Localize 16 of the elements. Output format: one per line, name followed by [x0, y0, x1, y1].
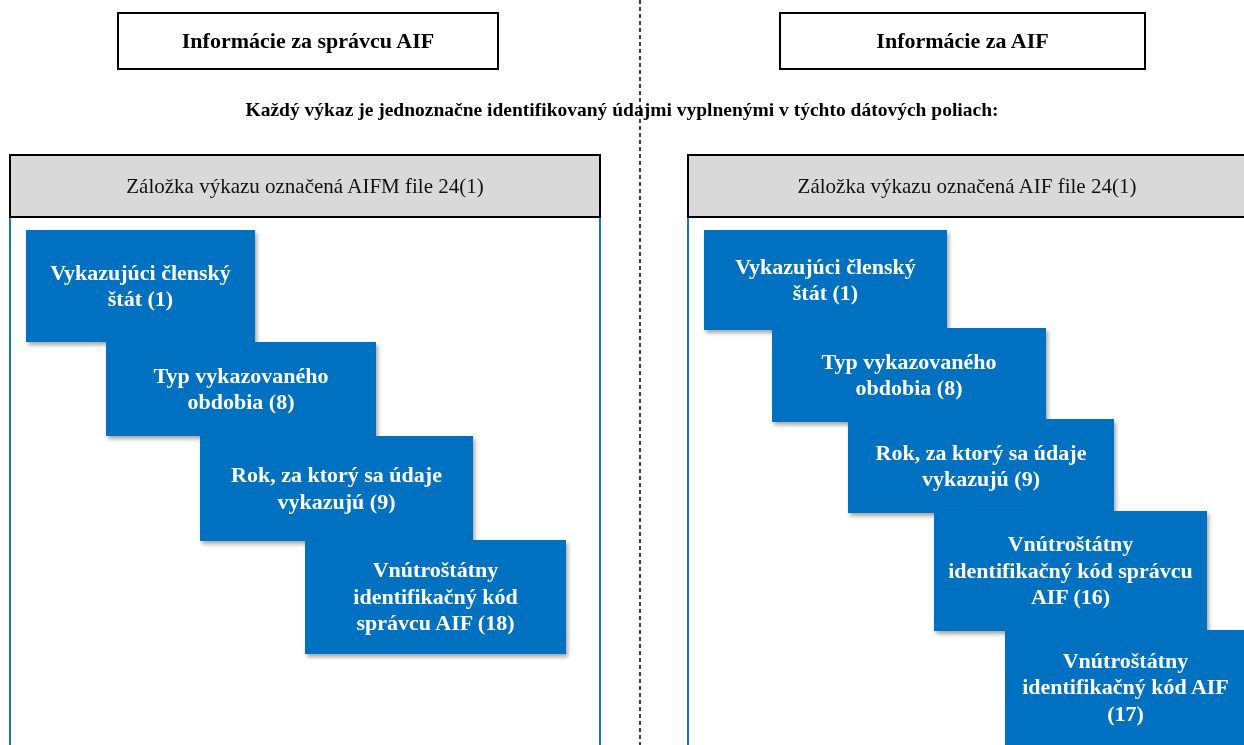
field-box: Rok, za ktorý sa údaje vykazujú (9) — [200, 436, 473, 541]
field-box: Vykazujúci členský štát (1) — [704, 230, 947, 330]
field-box: Typ vykazovaného obdobia (8) — [106, 342, 376, 436]
heading-box: Informácie za správcu AIF — [117, 12, 499, 70]
field-box: Rok, za ktorý sa údaje vykazujú (9) — [848, 419, 1114, 513]
form-panel — [687, 154, 1244, 745]
tab-title: Záložka výkazu označená AIF file 24(1) — [797, 173, 1137, 199]
field-box: Vnútroštátny identifikačný kód správcu AIF (16) — [934, 511, 1207, 631]
field-box: Vnútroštátny identifikačný kód správcu AIF (18) — [305, 540, 566, 654]
form-panel — [9, 154, 601, 745]
note-text: Každý výkaz je jednoznačne identifikovaný údajmi vyplnenými v týchto dátových poliach: — [245, 99, 999, 120]
field-box: Typ vykazovaného obdobia (8) — [772, 328, 1046, 422]
tab-title: Záložka výkazu označená AIFM file 24(1) — [126, 173, 484, 199]
field-box: Vykazujúci členský štát (1) — [26, 230, 255, 342]
field-box: Vnútroštátny identifikačný kód AIF (17) — [1005, 630, 1244, 745]
heading-box: Informácie za AIF — [779, 12, 1146, 70]
